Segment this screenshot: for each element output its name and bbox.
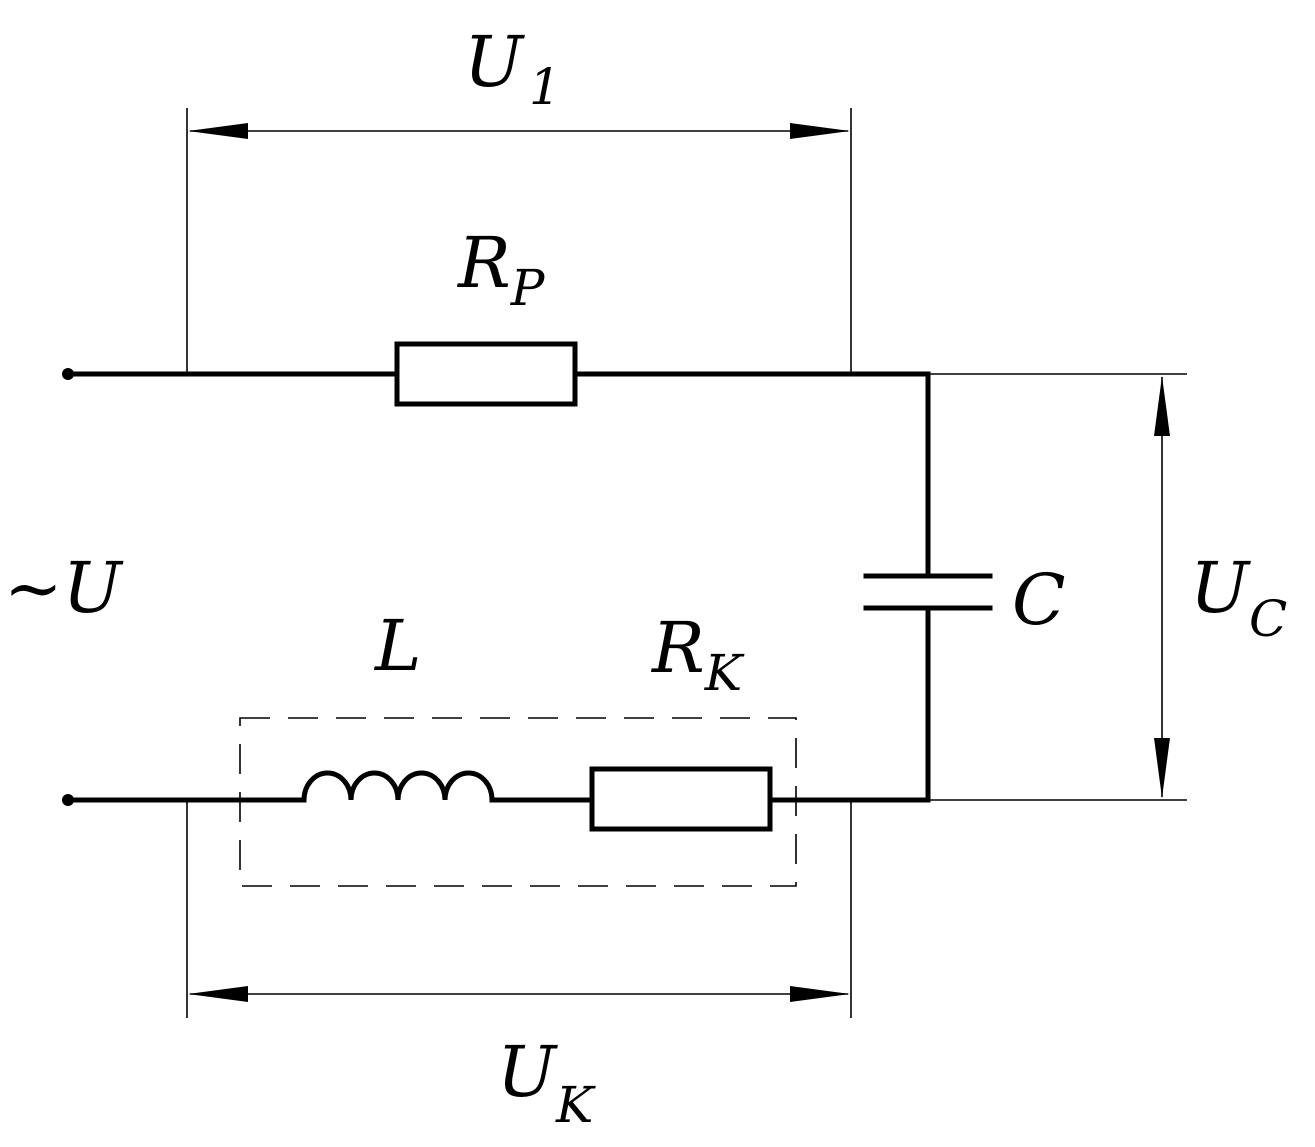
uk-arrow-right <box>790 986 850 1002</box>
uc-arrow-top <box>1154 376 1170 436</box>
label-uc: UC <box>1190 547 1287 648</box>
uk-dimension <box>186 800 852 1018</box>
label-inductor-l: L <box>373 605 421 687</box>
label-capacitor-c: C <box>1012 559 1066 641</box>
label-rp: RP <box>456 222 546 317</box>
u1-arrow-right <box>790 123 850 139</box>
resistor-rp <box>394 341 578 407</box>
uk-arrow-left <box>188 986 248 1002</box>
bottom-branch <box>62 717 931 887</box>
top-branch <box>62 341 931 407</box>
label-source-voltage: ~U <box>4 547 124 629</box>
uc-dimension <box>928 373 1187 801</box>
resistor-rk <box>589 766 773 832</box>
coil-dashed-enclosure <box>239 717 797 887</box>
u1-dimension <box>186 108 852 374</box>
uc-arrow-bottom <box>1154 738 1170 798</box>
label-rk: RK <box>650 607 745 702</box>
label-uk: UK <box>497 1031 596 1134</box>
inductor-coil <box>301 770 495 803</box>
capacitor-branch <box>863 371 993 803</box>
u1-arrow-left <box>188 123 248 139</box>
